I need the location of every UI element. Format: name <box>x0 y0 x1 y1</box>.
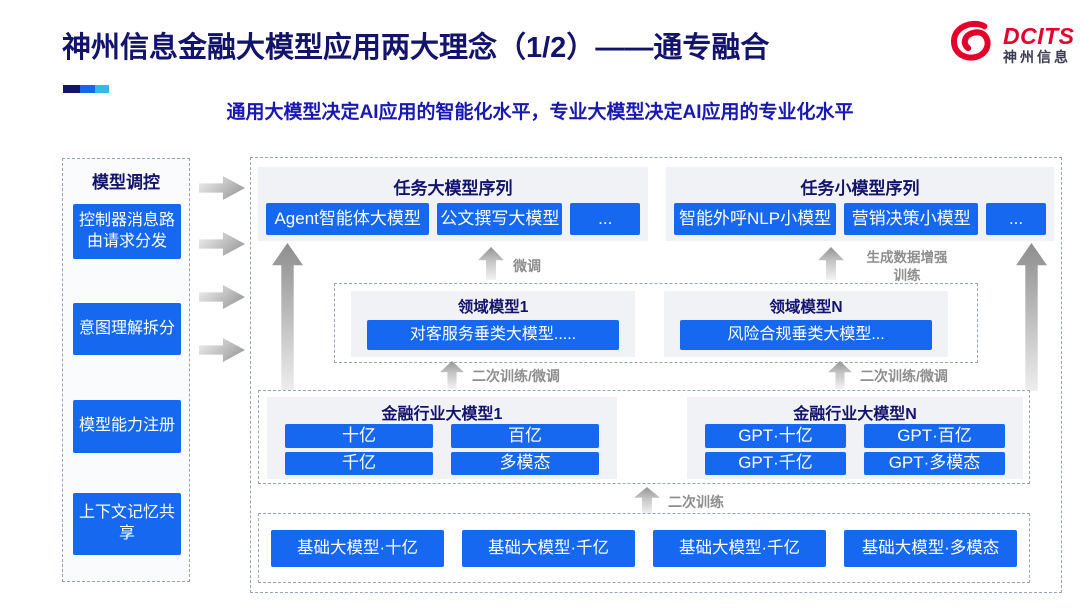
right-arrow-icon <box>199 232 245 256</box>
node-billion-model: 十亿 <box>285 424 433 448</box>
node-gpt-hundred-billion-model: GPT·千亿 <box>705 451 846 475</box>
group-title: 金融行业大模型N <box>793 406 917 423</box>
sidebar-model-control: 模型调控 控制器消息路由请求分发 意图理解拆分 模型能力注册 上下文记忆共享 <box>62 158 190 582</box>
right-arrow-icon <box>199 338 245 362</box>
panel-task-large-models: 任务大模型序列 Agent智能体大模型 公文撰写大模型 ... <box>258 167 648 241</box>
node-multimodal-model: 多模态 <box>451 451 599 475</box>
node-nlp-outbound-small-model: 智能外呼NLP小模型 <box>674 203 837 235</box>
logo-brand-text: DCITS <box>1003 23 1075 50</box>
group-industry-model-n: 金融行业大模型N GPT·十亿 GPT·百亿 GPT·千亿 GPT·多模态 <box>687 397 1023 479</box>
node-base-model-hundred-billion-2: 基础大模型·千亿 <box>653 530 826 567</box>
title-accent-bar <box>63 85 109 93</box>
group-title: 金融行业大模型1 <box>381 406 503 423</box>
industry-models-container: 金融行业大模型1 十亿 百亿 千亿 多模态 金融行业大模型N GPT·十亿 GP… <box>258 390 1030 484</box>
group-title: 领域模型1 <box>457 299 529 316</box>
sidebar-item-intent: 意图理解拆分 <box>73 303 181 355</box>
label-secondary-training: 二次训练 <box>668 494 724 510</box>
node-gpt-billion-model: GPT·十亿 <box>705 424 846 448</box>
node-more-large-models: ... <box>570 203 640 235</box>
node-document-large-model: 公文撰写大模型 <box>437 203 563 235</box>
node-customer-service-model: 对客服务垂类大模型..... <box>367 320 619 350</box>
node-gpt-ten-billion-model: GPT·百亿 <box>864 424 1005 448</box>
sidebar-title: 模型调控 <box>92 173 160 192</box>
group-title: 领域模型N <box>769 299 843 316</box>
slide-subtitle: 通用大模型决定AI应用的智能化水平，专业大模型决定AI应用的专业化水平 <box>226 102 854 123</box>
label-gen-data-augment: 生成数据增强 训练 <box>866 250 948 283</box>
node-base-model-multimodal: 基础大模型·多模态 <box>844 530 1017 567</box>
group-domain-model-n: 领域模型N 风险合规垂类大模型... <box>664 291 948 357</box>
panel-task-small-models: 任务小模型序列 智能外呼NLP小模型 营销决策小模型 ... <box>666 167 1054 241</box>
node-agent-large-model: Agent智能体大模型 <box>266 203 430 235</box>
node-base-model-billion: 基础大模型·十亿 <box>271 530 444 567</box>
dcits-swirl-icon <box>946 18 998 71</box>
node-base-model-hundred-billion-1: 基础大模型·千亿 <box>462 530 635 567</box>
node-risk-compliance-model: 风险合规垂类大模型... <box>680 320 932 350</box>
label-secondary-finetune-right: 二次训练/微调 <box>860 368 948 384</box>
right-arrow-icon <box>199 176 245 200</box>
node-ten-billion-model: 百亿 <box>451 424 599 448</box>
logo-brand-cn: 神州信息 <box>1003 49 1071 66</box>
right-arrow-icon <box>199 285 245 309</box>
label-finetune: 微调 <box>513 258 541 274</box>
group-industry-model-1: 金融行业大模型1 十亿 百亿 千亿 多模态 <box>267 397 617 479</box>
node-more-small-models: ... <box>986 203 1046 235</box>
page-title: 神州信息金融大模型应用两大理念（1/2）——通专融合 <box>62 32 770 64</box>
sidebar-item-context: 上下文记忆共享 <box>73 493 181 555</box>
sidebar-item-router: 控制器消息路由请求分发 <box>73 204 181 259</box>
node-marketing-small-model: 营销决策小模型 <box>844 203 979 235</box>
sidebar-item-register: 模型能力注册 <box>73 400 181 453</box>
panel-title: 任务小模型序列 <box>800 179 920 198</box>
company-logo: DCITS 神州信息 <box>946 18 1075 71</box>
base-models-container: 基础大模型·十亿 基础大模型·千亿 基础大模型·千亿 基础大模型·多模态 <box>258 513 1030 583</box>
panel-title: 任务大模型序列 <box>393 179 513 198</box>
domain-models-container: 领域模型1 对客服务垂类大模型..... 领域模型N 风险合规垂类大模型... <box>334 283 978 363</box>
group-domain-model-1: 领域模型1 对客服务垂类大模型..... <box>351 291 635 357</box>
node-gpt-multimodal-model: GPT·多模态 <box>864 451 1005 475</box>
node-hundred-billion-model: 千亿 <box>285 451 433 475</box>
label-secondary-finetune-left: 二次训练/微调 <box>472 368 560 384</box>
